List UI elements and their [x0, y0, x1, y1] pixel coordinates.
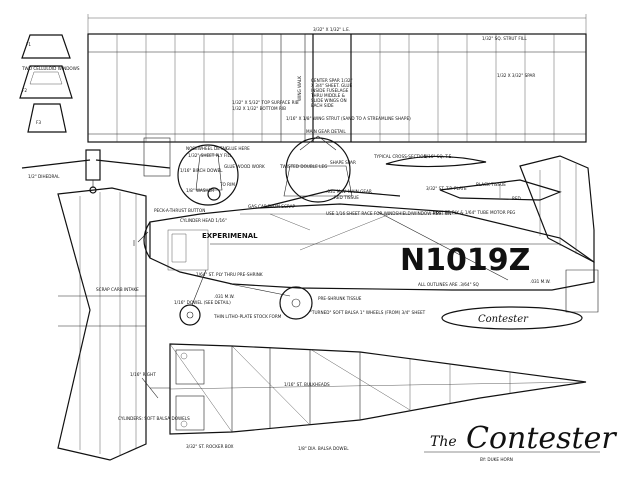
label-balsa-dowel: 1/8" DIA. BALSA DOWEL	[298, 446, 349, 451]
label-ply-fill: 1/32" SHEET PLY FILL	[188, 153, 233, 158]
former-f3: F3	[27, 103, 67, 133]
label-dowel: 1/16" DOWEL (SEE DETAIL)	[174, 300, 231, 305]
label-stab-te: 1/16" SQ. T.E.	[424, 154, 453, 159]
label-f3: F3	[36, 120, 41, 125]
label-spar-le: 3/32" X 1/32" L.E.	[313, 27, 350, 32]
label-rocker: 3/32" ST. ROCKER BOX	[186, 444, 234, 449]
typical-cross-section: TYPICAL CROSS-SECTION 1/16" SQ. T.E.	[373, 154, 487, 168]
title-name: Contester	[466, 421, 617, 456]
label-peck: PECK-A-THRUST BUTTON	[154, 208, 205, 213]
label-spar-right: 1/32 X 3/32" SPAR	[497, 73, 535, 78]
label-windows: TWO CELLULOID WINDOWS	[21, 66, 80, 71]
label-main-gear: MAIN GEAR DETAIL	[306, 129, 346, 134]
nosewheel-detail: NOSEWHEEL DETAIL 1/32" SHEET PLY FILL 1/…	[177, 144, 265, 206]
label-tp-plate: 3/32" ST. T.P. PLATE	[426, 186, 467, 191]
label-bottom-rib: 1/32 X 1/32" BOTTOM RIB	[232, 106, 286, 111]
title-the: The	[430, 434, 457, 450]
label-wing-strut: 1/16" X 1/8" WING STRUT (SAND TO A STREA…	[286, 116, 411, 121]
label-strut-fill: 1/32" SQ. STRUT FILL	[482, 36, 527, 41]
title-byline: BY: DUKE HORN	[480, 457, 513, 462]
label-outlines: ALL OUTLINES ARE .3/64" SQ	[418, 282, 480, 287]
label-red-tissue: RED TISSUE	[334, 195, 359, 200]
label-gas-cap: GAS CAP FROM SCRAP	[248, 204, 295, 209]
label-wire-031: .031 M.W.	[530, 279, 551, 284]
wing-ribs	[116, 34, 555, 142]
label-typical-cross: TYPICAL CROSS-SECTION	[373, 154, 427, 159]
stabilizer-plan: SCRAP CARB INTAKE	[57, 187, 147, 461]
wing-plan	[87, 14, 587, 143]
contester-oval-decal: Contester	[441, 306, 583, 330]
label-center-spar: CENTER SPAR 1/32" X 3/4" SHEET. GLUE INS…	[310, 78, 354, 108]
fuselage-side-view	[133, 155, 599, 326]
label-f1: F1	[26, 42, 31, 47]
label-cylinders: CYLINDERS: SOFT BALSA DOWELS	[118, 416, 190, 421]
former-f1: F1	[21, 34, 71, 59]
label-glue-wood: GLUE WOOD WORK	[224, 164, 265, 169]
label-turned-wheels: "TURNED" SOFT BALSA 1" WHEELS (FROM) 3/4…	[310, 310, 426, 315]
label-wire-031b: .031 M.W.	[214, 294, 235, 299]
label-cylinder-head: CYLINDER HEAD 1/16"	[180, 218, 227, 223]
label-pre-shrunk: PRE-SHRUNK TISSUE	[318, 296, 362, 301]
label-shape-spar: SHAPE SPAR	[330, 160, 356, 165]
label-birch-dowel: 1/16" BIRCH DOWEL	[180, 168, 223, 173]
label-washer: 1/8" WASHER	[186, 188, 214, 193]
label-top-surface: 1/32" X 5/32" TOP SURFACE RIB	[232, 100, 299, 105]
label-use-blue: USE 1/16 SHEET RACE FOR WINDSHIELD/WINDO…	[326, 211, 451, 216]
label-to-rim: TO RIM	[219, 182, 235, 187]
fuselage-top-view: 1/16" RIGHT 1/16" ST. BULKHEADS CYLINDER…	[118, 343, 587, 451]
front-view: 1/2" DIHEDRAL	[21, 137, 171, 194]
label-black-tissue: BLACK TISSUE	[476, 182, 506, 187]
label-front-plate: 1/64" ST. PLY & 1/64" TUBE MOTOR PEG	[432, 210, 515, 215]
label-thin-litho: THIN LITHO-PLATE STOCK FORM	[213, 314, 282, 319]
label-nosewheel: NOSEWHEEL DETAIL	[186, 146, 229, 151]
oval-text: Contester	[478, 314, 529, 325]
label-lead-weight: 1/64" ST. PLY THRU PRE-SHRINK	[196, 272, 263, 277]
label-red: RED	[512, 196, 521, 201]
former-f2: TWO CELLULOID WINDOWS F2	[19, 65, 80, 99]
label-wing-walk: WING WALK	[297, 76, 302, 101]
label-dihedral: 1/2" DIHEDRAL	[28, 174, 60, 179]
label-bulkheads: 1/16" ST. BULKHEADS	[284, 382, 330, 387]
label-twisted: TWISTED DOUBLE LEG	[279, 164, 327, 169]
title-block: The Contester BY: DUKE HORN	[424, 421, 617, 462]
label-sq-right: 1/16" RIGHT	[130, 372, 156, 377]
registration-number: N1019Z	[400, 243, 530, 278]
label-f2: F2	[22, 88, 27, 93]
label-glue-here: GLUE HERE	[226, 146, 250, 151]
experimental-marking: EXPERIMENAL	[202, 232, 258, 240]
label-scrap-carb: SCRAP CARB INTAKE	[96, 287, 139, 292]
